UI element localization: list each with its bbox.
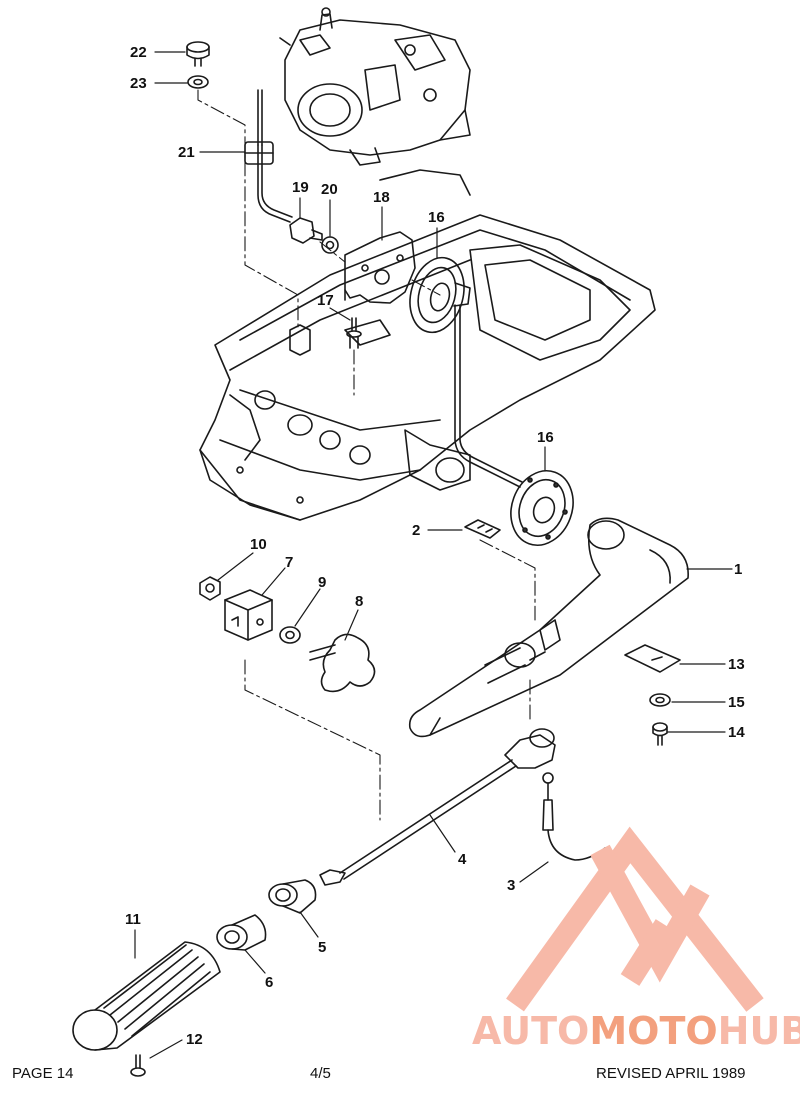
stud-17-illustration [346,317,362,349]
leader-lines [134,51,733,1059]
washer-23-illustration [187,75,209,89]
callout-label-7: 7 [285,554,294,571]
callout-label-6: 6 [265,974,274,991]
washer-9-illustration [279,626,301,644]
footer-revision-date: REVISED APRIL 1989 [596,1065,746,1082]
nut-10-illustration [199,576,221,601]
screw-22-illustration [186,41,210,67]
footer-page-number: PAGE 14 [12,1065,74,1082]
callout-label-3: 3 [507,877,516,894]
footer-section-code: 4/5 [310,1065,331,1082]
callout-label-10: 10 [250,536,267,553]
bolt-19-illustration [289,217,323,244]
callout-label-5: 5 [318,939,327,956]
callout-label-4: 4 [458,851,467,868]
assembly-dashed-lines [197,89,536,821]
callout-label-18: 18 [373,189,390,206]
lower-cowl-illustration [199,169,656,521]
linkage-rod-illustration [244,89,293,223]
bracket-plate-18-illustration [344,231,416,304]
callout-label-22: 22 [130,44,147,61]
callout-label-8: 8 [355,593,364,610]
callout-label-23: 23 [130,75,147,92]
callout-label-15: 15 [728,694,745,711]
watermark-hub: HUB [717,1009,800,1053]
carburetor-illustration [279,7,471,166]
callout-label-16-lower: 16 [537,429,554,446]
washer-20-illustration [321,236,339,254]
watermark-text: AUTOMOTOHUB [472,1012,800,1050]
knob-8-illustration [309,633,376,693]
callout-label-14: 14 [728,724,745,741]
screw-12-illustration [130,1054,146,1077]
callout-label-1: 1 [734,561,743,578]
plate-13-illustration [624,644,681,673]
callout-label-13: 13 [728,656,745,673]
cable-3-illustration [542,772,606,861]
gear-16-lower-illustration [510,470,574,546]
cable-4-illustration [319,728,556,886]
grip-11-illustration [72,941,221,1051]
callout-label-12: 12 [186,1031,203,1048]
callout-label-16-upper: 16 [428,209,445,226]
callout-label-11: 11 [125,911,141,928]
clip-2-illustration [464,519,501,539]
callout-label-20: 20 [321,181,338,198]
callout-label-17: 17 [317,292,334,309]
callout-label-21: 21 [178,144,195,161]
washer-15-illustration [649,693,671,707]
callout-label-19: 19 [292,179,309,196]
sleeve-6-illustration [216,914,267,951]
callout-label-2: 2 [412,522,421,539]
tiller-handle-1-illustration [408,517,689,738]
gear-16-upper-illustration [409,256,471,334]
block-7-illustration [224,589,273,641]
bushing-5-illustration [268,879,317,914]
watermark-moto: MOTO [589,1009,718,1053]
screw-14-illustration [652,722,668,746]
callout-label-9: 9 [318,574,327,591]
watermark-auto: AUTO [472,1009,590,1053]
